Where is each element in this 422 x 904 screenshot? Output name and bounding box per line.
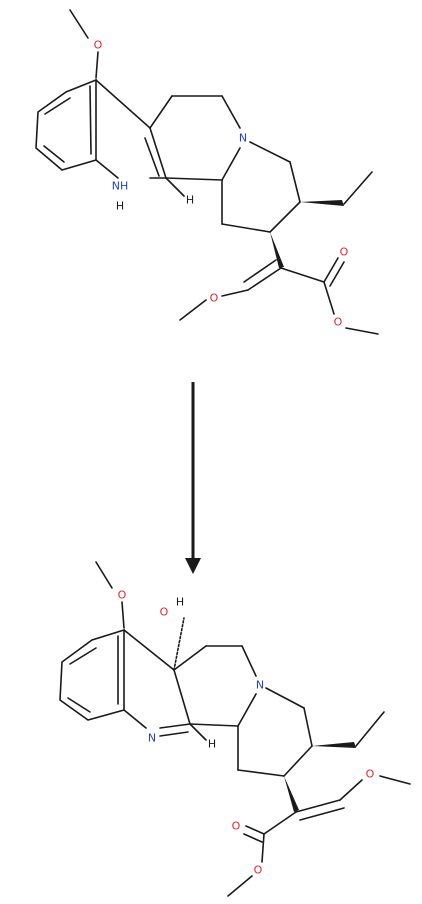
- bond: [159, 723, 191, 729]
- bond: [355, 711, 385, 747]
- bond: [269, 201, 301, 233]
- bond: [69, 9, 89, 39]
- bond: [263, 811, 297, 835]
- bond: [379, 775, 411, 785]
- reactant-molecule: O NH H N H O O O: [35, 9, 379, 335]
- bond: [221, 95, 241, 129]
- bond-double: [329, 261, 345, 287]
- benzene-ring: [59, 628, 125, 721]
- bond: [95, 159, 119, 179]
- bond: [121, 601, 125, 629]
- atom-label-oxygen: O: [254, 864, 263, 877]
- bond: [245, 825, 265, 835]
- bond: [241, 645, 257, 677]
- bond: [173, 669, 191, 725]
- bond: [289, 161, 301, 203]
- bond: [123, 709, 147, 729]
- bond-double: [144, 137, 160, 177]
- bond: [303, 707, 313, 747]
- bond: [123, 629, 175, 671]
- bond: [95, 561, 113, 589]
- atom-label-nitrogen: N: [148, 732, 156, 745]
- bond: [149, 95, 173, 129]
- bond: [249, 141, 291, 163]
- bond-double: [159, 731, 189, 737]
- bond: [323, 281, 335, 315]
- bond: [323, 257, 339, 283]
- atom-label-hydrogen: H: [186, 194, 194, 207]
- bond: [221, 289, 249, 297]
- atom-label-nh: NH: [112, 180, 129, 193]
- bond: [95, 79, 151, 129]
- wedge-bond: [284, 776, 299, 812]
- hash-bond: [173, 617, 185, 671]
- atom-label-oxygen: O: [118, 589, 127, 602]
- bond: [265, 687, 305, 709]
- bond: [165, 177, 185, 197]
- bond-double: [243, 833, 263, 843]
- atom-label-oxygen: O: [334, 316, 343, 329]
- bond: [221, 223, 271, 233]
- atom-label-oxygen: O: [160, 606, 169, 619]
- atom-label-nitrogen: N: [239, 132, 247, 145]
- bond-double: [67, 697, 91, 713]
- atom-label-hydrogen: H: [208, 738, 216, 751]
- wedge-bond: [300, 200, 344, 206]
- atom-label-oxygen: O: [340, 246, 349, 259]
- bond: [95, 51, 99, 79]
- atom-label-oxygen: O: [210, 292, 219, 305]
- bond: [295, 799, 341, 813]
- bond: [343, 171, 373, 205]
- bond: [149, 127, 167, 179]
- bond: [179, 299, 207, 321]
- reaction-arrow: [185, 382, 201, 574]
- bond: [261, 833, 265, 863]
- atom-label-oxygen: O: [366, 768, 375, 781]
- bond-double: [89, 85, 92, 155]
- bond: [173, 645, 207, 671]
- bond: [189, 723, 239, 727]
- wedge-bond: [312, 742, 356, 748]
- atom-label-oxygen: O: [232, 820, 241, 833]
- atom-label-hydrogen: H: [116, 200, 124, 213]
- atom-label-oxygen: O: [94, 39, 103, 52]
- bond: [221, 147, 241, 181]
- bond: [237, 769, 285, 777]
- benzene-ring: [35, 78, 97, 171]
- bond: [227, 875, 253, 897]
- bond: [189, 723, 207, 741]
- bond: [283, 745, 313, 777]
- bond-double: [43, 145, 65, 163]
- bond: [237, 693, 257, 727]
- arrow-head: [185, 558, 201, 574]
- wedge-bond: [270, 232, 284, 268]
- bond-double: [299, 807, 345, 821]
- bond-double: [243, 259, 277, 283]
- bond: [339, 779, 363, 801]
- bond: [247, 267, 282, 291]
- bond: [280, 267, 325, 283]
- bond: [345, 327, 379, 335]
- product-molecule: O O H N N H O O O: [59, 561, 411, 897]
- bond: [165, 177, 223, 181]
- bond-double: [44, 97, 71, 115]
- atom-label-nitrogen: N: [256, 679, 264, 692]
- bond-double: [69, 647, 97, 665]
- atom-label-hydrogen: H: [176, 596, 184, 609]
